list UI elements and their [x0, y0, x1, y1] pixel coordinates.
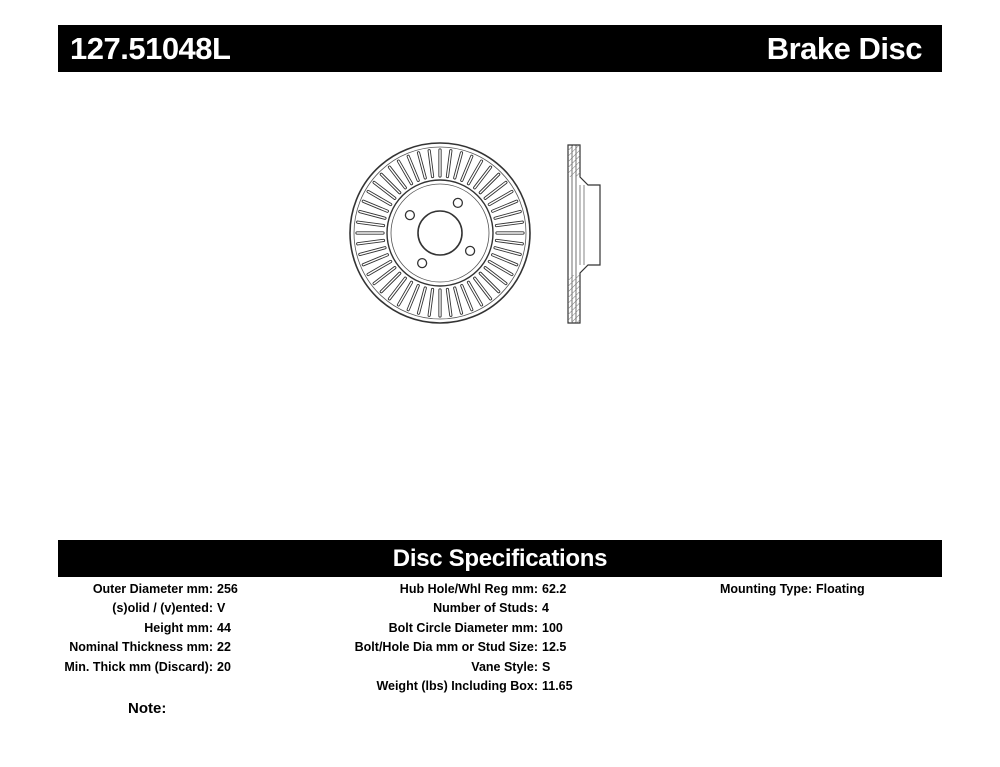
spec-label: (s)olid / (v)ented: [112, 601, 213, 616]
vane-slot-inner [380, 272, 401, 293]
spec-row: Min. Thick mm (Discard): 20 [58, 658, 238, 677]
vane-slot-inner [479, 173, 500, 194]
vane-slot-inner [367, 260, 392, 276]
spec-row: Weight (lbs) Including Box: 11.65 [340, 677, 573, 696]
vane-slot-inner [362, 200, 389, 212]
vane-slot-inner [367, 190, 392, 206]
spec-value: 12.5 [542, 640, 567, 655]
vane-slot-inner [428, 150, 434, 178]
spec-row: (s)olid / (v)ented: V [58, 599, 238, 618]
specs-title-bar: Disc Specifications [58, 540, 942, 577]
vane-slot-inner [373, 181, 396, 199]
spec-value: Floating [816, 582, 865, 596]
vane-slot-inner [454, 287, 463, 314]
spec-row: Height mm: 44 [58, 619, 238, 638]
header-bar: 127.51048L Brake Disc [58, 25, 942, 72]
spec-row: Mounting Type:Floating [720, 580, 865, 599]
spec-label: Min. Thick mm (Discard): [64, 659, 213, 674]
spec-value: 22 [217, 640, 231, 655]
vane-slot-inner [461, 284, 473, 311]
vane-slot-inner [357, 221, 385, 227]
spec-column-3: Mounting Type:Floating [720, 580, 865, 599]
spec-value: 11.65 [542, 678, 573, 693]
stud-hole [404, 209, 416, 221]
spec-value: V [217, 601, 226, 616]
spec-label: Outer Diameter mm: [92, 582, 213, 596]
spec-column-2: Hub Hole/Whl Reg mm: 62.2 Number of Studs… [340, 580, 573, 696]
spec-label: Weight (lbs) Including Box: [376, 678, 538, 693]
spec-label: Nominal Thickness mm: [69, 640, 213, 655]
spec-label: Bolt Circle Diameter mm: [388, 620, 538, 635]
spec-row: Bolt Circle Diameter mm: 100 [340, 619, 573, 638]
vane-slot-inner [488, 190, 513, 206]
product-type: Brake Disc [766, 31, 923, 66]
disc-vanes [355, 148, 525, 318]
vane-slot-inner [454, 152, 463, 179]
vane-slot-inner [495, 221, 523, 227]
specs-title: Disc Specifications [392, 545, 608, 572]
spec-value: 62.2 [542, 582, 567, 596]
stud-holes [404, 197, 476, 269]
spec-row: Hub Hole/Whl Reg mm: 62.2 [340, 580, 573, 599]
spec-label: Number of Studs: [433, 601, 538, 616]
vane-slot-inner [479, 272, 500, 293]
spec-label: Mounting Type: [720, 582, 813, 596]
vane-slot-inner [494, 210, 521, 219]
spec-value: 20 [217, 659, 231, 674]
spec-row: Nominal Thickness mm: 22 [58, 638, 238, 657]
vane-slot-inner [362, 254, 389, 266]
vane-slot-inner [417, 152, 426, 179]
vane-slot-inner [359, 210, 386, 219]
vane-slot-inner [357, 239, 385, 245]
vane-slot-inner [428, 288, 434, 316]
spec-label: Height mm: [144, 620, 213, 635]
vane-slot-inner [397, 160, 413, 185]
vane-slot-inner [488, 260, 513, 276]
vane-slot-inner [467, 281, 483, 306]
spec-value: 256 [217, 582, 238, 596]
vane-slot-inner [373, 266, 396, 285]
vane-slot-inner [446, 288, 452, 316]
vane-slot-inner [484, 266, 507, 285]
spec-value: 4 [542, 601, 549, 616]
disc-side-view [567, 144, 601, 324]
vane-slot-inner [491, 254, 518, 266]
vane-slot-inner [417, 287, 426, 314]
vane-slot-inner [495, 239, 523, 245]
stud-hole [416, 257, 428, 269]
spec-label: Bolt/Hole Dia mm or Stud Size: [354, 640, 538, 655]
vane-slot-inner [407, 284, 419, 311]
note-label: Note: [128, 700, 167, 717]
vane-slot-inner [473, 277, 492, 300]
vane-slot-inner [484, 181, 507, 199]
stud-hole [464, 245, 476, 257]
spec-column-1: Outer Diameter mm: 256 (s)olid / (v)ented… [58, 580, 238, 677]
vane-slot-inner [407, 155, 419, 182]
spec-value: 100 [542, 620, 563, 635]
vane-slot-inner [380, 173, 401, 194]
spec-row: Outer Diameter mm: 256 [58, 580, 238, 599]
brake-disc-drawing [349, 142, 601, 324]
spec-value: S [542, 659, 551, 674]
vane-slot-inner [461, 155, 473, 182]
vane-slot-inner [494, 247, 521, 256]
vane-slot-inner [491, 200, 518, 212]
vane-slot-inner [388, 166, 407, 189]
vane-slot-inner [467, 160, 483, 185]
part-number: 127.51048L [70, 31, 231, 66]
vane-slot-inner [473, 166, 492, 189]
spec-label: Vane Style: [471, 659, 538, 674]
spec-row: Vane Style: S [340, 658, 573, 677]
spec-label: Hub Hole/Whl Reg mm: [399, 582, 538, 596]
stud-hole [452, 197, 464, 209]
disc-front-view [349, 142, 531, 324]
vane-slot-inner [446, 150, 452, 178]
spec-value: 44 [217, 620, 231, 635]
vane-slot-inner [359, 247, 386, 256]
vane-slot-inner [397, 281, 413, 306]
vane-slot-inner [388, 277, 407, 300]
spec-row: Number of Studs: 4 [340, 599, 573, 618]
spec-row: Bolt/Hole Dia mm or Stud Size: 12.5 [340, 638, 573, 657]
